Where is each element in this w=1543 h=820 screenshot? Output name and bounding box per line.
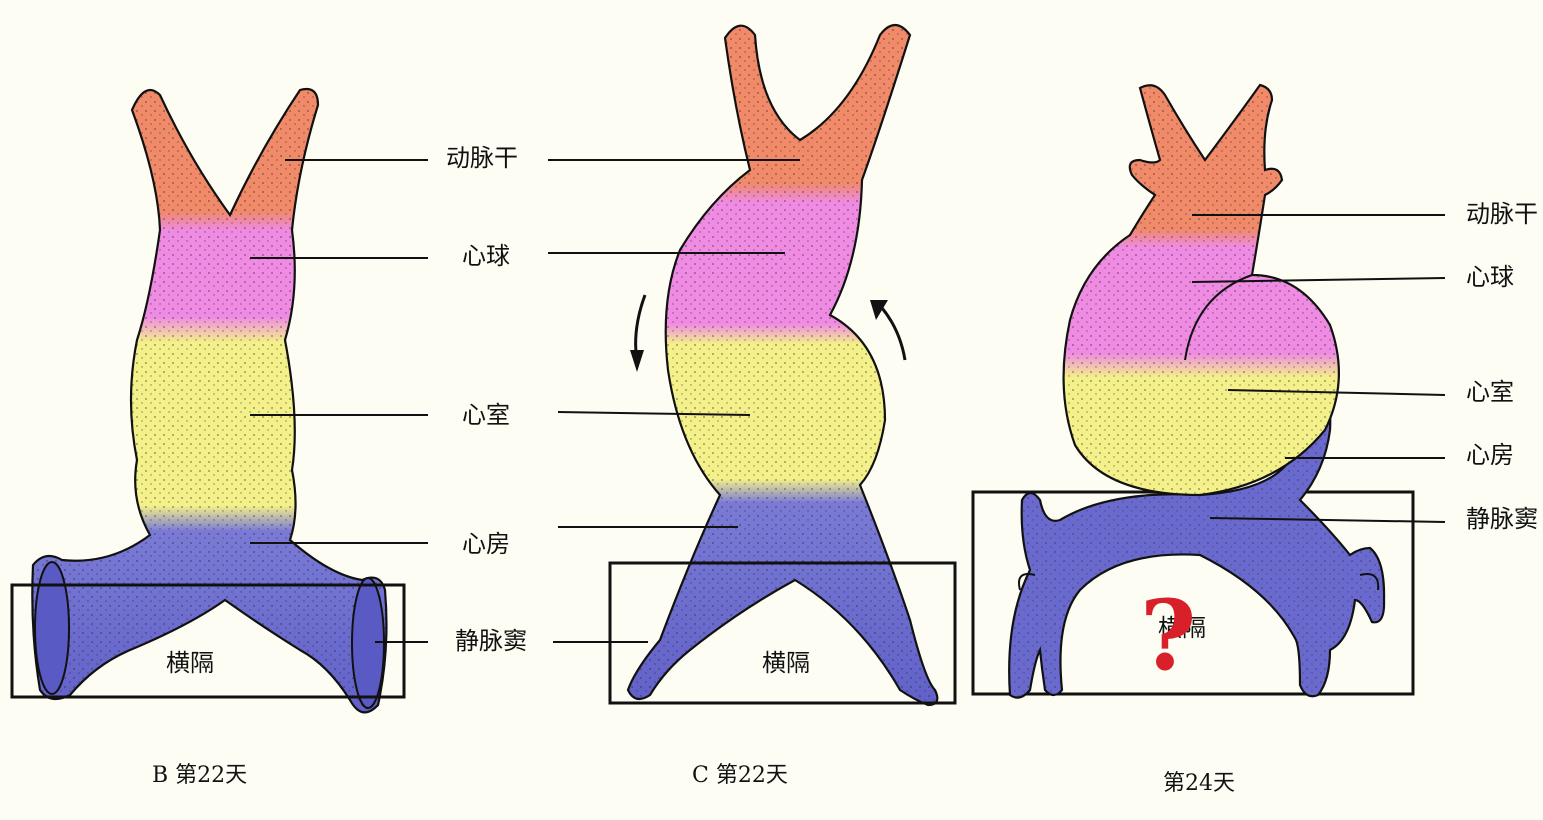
caption-panel-d: 第24天 <box>1163 765 1235 797</box>
panel-c-septum-label: 横隔 <box>762 649 810 677</box>
panel-d-heart <box>973 85 1445 698</box>
label-d-truncus-arteriosus: 动脉干 <box>1466 200 1538 228</box>
label-d-bulbus-cordis: 心球 <box>1466 263 1514 291</box>
panel-b-septum-label: 横隔 <box>166 649 214 677</box>
label-sinus-venosus: 静脉窦 <box>455 627 527 655</box>
label-ventricle: 心室 <box>462 401 510 429</box>
label-truncus-arteriosus: 动脉干 <box>446 144 518 172</box>
caption-panel-b: B 第22天 <box>152 757 247 789</box>
caption-panel-c: C 第22天 <box>692 757 788 789</box>
panel-c-heart-tube <box>548 25 955 705</box>
label-d-atrium: 心房 <box>1466 441 1514 469</box>
label-atrium: 心房 <box>462 530 510 558</box>
rotation-arrow-right-icon <box>882 308 905 360</box>
label-d-sinus-venosus: 静脉窦 <box>1466 505 1538 533</box>
label-d-ventricle: 心室 <box>1466 378 1514 406</box>
question-mark: ? <box>1140 588 1196 684</box>
panel-b-heart-tube <box>12 89 428 712</box>
label-bulbus-cordis: 心球 <box>462 242 510 270</box>
